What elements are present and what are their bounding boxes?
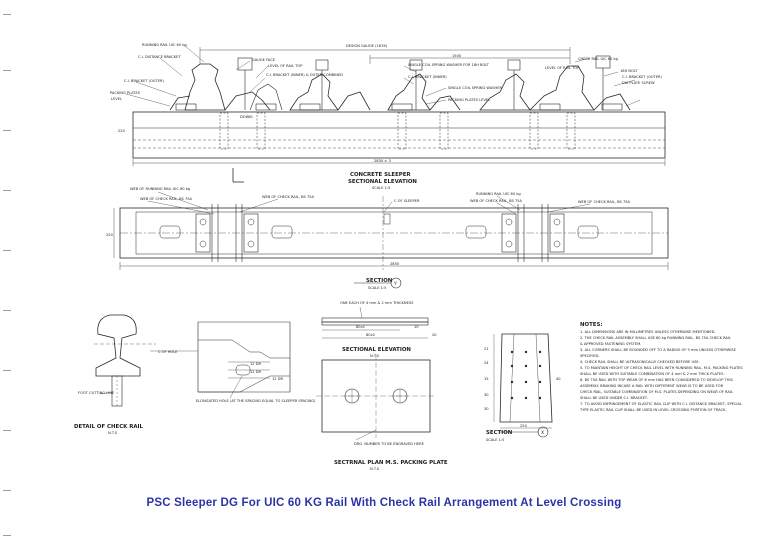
label-level-rail-top: LEVEL OF RAIL TOP	[268, 64, 303, 68]
section-x-title: SECTION	[486, 430, 513, 436]
plan-scale: SCALE 1:5	[368, 286, 386, 290]
label-web-check-rail-left: WEB OF CHECK RAIL, BS 75A	[140, 197, 193, 201]
section-x-dim-3: 30	[484, 393, 489, 397]
note-line: 7. TO AVOID INFRINGEMENT OF ELASTIC RAIL…	[580, 402, 742, 406]
label-level: LEVEL	[111, 97, 122, 101]
packing-elev-scale: N.T.S	[370, 354, 380, 358]
check-rail-scale: N.T.S	[108, 431, 118, 435]
label-check-rail: CHECK RAIL UIC 60 kg	[578, 57, 618, 61]
sectional-elevation	[125, 44, 666, 183]
label-packing-plates: PACKING PLATES	[110, 91, 141, 95]
note-line: SPECIFIED.	[580, 354, 600, 358]
label-18h-bolt: 18H BOLT	[620, 69, 638, 73]
section-x-scale: SCALE 1:5	[486, 438, 504, 442]
note-line: SHALL BE USED WITH SUITABLE COMBINATION …	[580, 372, 725, 376]
label-single-coil-washer: SINGLE COIL SPRING WASHER	[448, 86, 502, 90]
label-ci-distance-bracket: C.I. DISTANCE BRACKET	[138, 55, 181, 59]
elevation-text: RUNNING RAIL UIC 60 kg C.I. DISTANCE BRA…	[110, 43, 663, 190]
label-design-gauge: DESIGN GAUGE (1676)	[346, 44, 388, 48]
label-web-running-rail: WEB OF RUNNING RAIL UIC 60 kg	[130, 187, 190, 191]
plan-text: WEB OF RUNNING RAIL UIC 60 kg WEB OF CHE…	[106, 187, 631, 290]
section-x-text: 21 24 15 30 30 250 40 SECTION X SCALE 1:…	[484, 347, 561, 442]
section-x-dim-5: 250	[520, 424, 528, 428]
label-dowel: DOWEL	[240, 115, 253, 119]
check-rail-detail	[94, 314, 291, 407]
plan-section-title: SECTION	[366, 278, 393, 284]
check-rail-title: DETAIL OF CHECK RAIL	[74, 424, 144, 430]
packing-plate-text: ONE EACH OF 4 mm & 2 mm THICKNESS 80x1 8…	[334, 301, 448, 471]
notes-title: NOTES:	[580, 322, 603, 328]
note-line: 2. THE CHECK RAIL ASSEMBLY SHALL USE 60 …	[580, 336, 731, 340]
packing-plan-title: SECTRNAL PLAN M.S. PACKING PLATE	[334, 460, 448, 466]
elevation-scale: SCALE 1:5	[372, 186, 390, 190]
section-x-dim-2: 15	[484, 377, 489, 381]
label-level-rail-top-right: LEVEL OF RAIL TOP	[545, 66, 580, 70]
note-line: 3. ALL CORNERS SHALL BE ROUNDED OFF TO A…	[580, 348, 737, 352]
note-line: SHALL BE USED UNDER C.I. BRACKET.	[580, 396, 648, 400]
label-foot-cutting: FOOT CUTTING LINE	[78, 391, 115, 395]
packing-dim-b: 80x2	[366, 333, 375, 337]
label-dia-plate-screw: DIA PLATE SCREW	[622, 81, 655, 85]
section-x-dim-1: 24	[484, 361, 489, 365]
label-elongated-hole: ELONGATED HOLE (AT THE SPACING EQUAL TO …	[196, 399, 316, 403]
section-x-dim-6: 40	[556, 377, 561, 381]
rail-assembly-right	[479, 55, 631, 111]
label-plan-side-dim: 250	[106, 233, 114, 237]
packing-dim-d: 20	[432, 333, 437, 337]
label-dim-side: 220	[118, 129, 126, 133]
notes: NOTES: 1. ALL DIMENSIONS ARE IN MILLIMET…	[579, 322, 743, 412]
label-dim3: 12 DR	[272, 377, 283, 381]
note-line: 1. ALL DIMENSIONS ARE IN MILLIMETRES UNL…	[580, 330, 716, 334]
packing-note-top: ONE EACH OF 4 mm & 2 mm THICKNESS	[340, 301, 414, 305]
note-line: 4. CHECK RAIL SHALL BE ULTRASONICALLY CH…	[580, 360, 700, 364]
label-dim1: 12 DR	[250, 362, 261, 366]
elevation-subtitle: SECTIONAL ELEVATION	[348, 179, 417, 185]
rail-assembly-centre-left	[289, 59, 371, 111]
label-cl-sleeper: C OF SLEEPER	[394, 199, 420, 203]
note-line: CHECK RAIL, SUITABLE COMBINATION OF M.S.…	[580, 390, 733, 394]
label-dim-1500: 1500	[452, 54, 462, 58]
label-single-coil-washer-bolt: SINGLE COIL SPRING WASHER FOR 18H BOLT	[408, 63, 490, 67]
packing-dim-c: 10	[414, 325, 419, 329]
rail-assembly-centre	[387, 59, 461, 111]
label-web-check-rail-mid: WEB OF CHECK RAIL, BS 75A	[262, 195, 315, 199]
label-ci-bracket-inner: C.I. BRACKET (INNER) & OUTER COMBINED	[266, 73, 343, 77]
section-x	[493, 333, 553, 438]
label-packing-plates-level: PACKING PLATES LEVEL	[448, 98, 490, 102]
note-line: 6. BS 75A RAIL WITH TOP WEAR OF 6 mm HAS…	[580, 378, 734, 382]
drawing-caption: PSC Sleeper DG For UIC 60 KG Rail With C…	[146, 497, 622, 509]
label-ci-bracket-outer-right: C.I. BRACKET (OUTER)	[622, 75, 663, 79]
packing-plan-scale: N.T.S	[370, 467, 380, 471]
label-running-rail-right: RUNNING RAIL UIC 60 kg	[476, 192, 521, 196]
label-web-check-rail-far: WEB OF CHECK RAIL, BS 75A	[578, 200, 631, 204]
section-x-dim-0: 21	[484, 347, 489, 351]
label-ci-bracket-outer: C.I. BRACKET (OUTER)	[124, 79, 165, 83]
sleeper-body	[132, 111, 666, 159]
plan-view	[113, 191, 669, 289]
rail-assembly-left	[169, 57, 283, 111]
label-dim-2850: 2850 ± 3	[374, 159, 391, 163]
note-line: 5. TO MAINTAIN HEIGHT OF CHECK RAIL LEVE…	[580, 366, 743, 370]
plan-section-mark: Y	[393, 281, 397, 287]
label-gauge-face: GAUGE FACE	[252, 58, 276, 62]
packing-elev-title: SECTIONAL ELEVATION	[342, 347, 411, 353]
packing-dim-a: 80x1	[356, 325, 365, 329]
label-dim2: 12 DR	[250, 370, 261, 374]
check-rail-text: C OF HOLE 12 DR 12 DR 12 DR FOOT CUTTING…	[74, 350, 316, 435]
label-web-check-rail-right: WEB OF CHECK RAIL, BS 75A	[470, 199, 523, 203]
note-line: TYPE ELASTIC RAIL CLIP SHALL BE USED IN …	[579, 408, 727, 412]
note-line: ASSEMBLY. BRAKING INCASE A RAIL WITH DIF…	[580, 384, 724, 388]
elevation-title: CONCRETE SLEEPER	[350, 172, 411, 178]
packing-plate	[316, 306, 436, 441]
label-cl-hole: C OF HOLE	[158, 350, 178, 354]
section-x-dim-4: 30	[484, 407, 489, 411]
section-x-mark: X	[541, 430, 544, 436]
label-ci-bracket-inner-short: C.I. BRACKET (INNER)	[408, 75, 447, 79]
label-plan-dim-2850: 2850	[390, 262, 400, 266]
packing-engrave-note: DRG. NUMBER TO BE ENGRAVED HERE	[354, 442, 425, 446]
note-line: & APPROVED FASTENING SYSTEM.	[580, 342, 641, 346]
label-running-rail: RUNNING RAIL UIC 60 kg	[142, 43, 187, 47]
